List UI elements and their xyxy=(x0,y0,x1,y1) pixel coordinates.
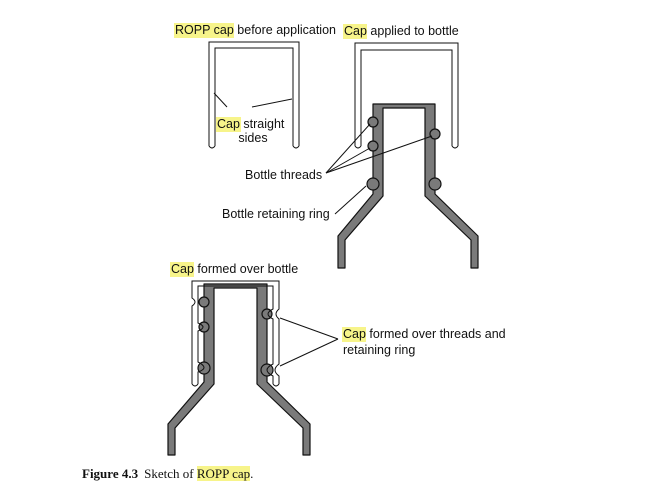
cap-formed-label: Cap formed over bottle xyxy=(170,262,298,277)
bottle-threads-label: Bottle threads xyxy=(245,168,322,182)
cap-formed-threads-leaders xyxy=(279,317,339,367)
cap-before-label: ROPP cap before application xyxy=(174,23,336,38)
cap-straight-leader-left xyxy=(213,92,228,108)
svg-text:retaining ring: retaining ring xyxy=(343,343,415,357)
bottle-ring-label: Bottle retaining ring xyxy=(222,207,330,221)
figure-caption: Figure 4.3 Sketch of ROPP cap. xyxy=(82,466,253,482)
caption-highlight: ROPP cap xyxy=(196,466,251,481)
cap-applied-label: Cap applied to bottle xyxy=(343,24,459,39)
cap-before-drawing xyxy=(208,41,300,149)
cap-straight-leader-right xyxy=(251,98,293,108)
figure-number: Figure 4.3 xyxy=(82,466,139,481)
svg-text:ROPP cap before application: ROPP cap before application xyxy=(175,23,336,37)
bottle-threads-leaders xyxy=(325,123,433,174)
bottle-ring-leader xyxy=(334,185,367,215)
caption-end: . xyxy=(250,466,254,481)
svg-text:Cap formed over bottle: Cap formed over bottle xyxy=(171,262,298,276)
caption-text: Sketch of xyxy=(144,466,197,481)
svg-text:Cap formed over threads and: Cap formed over threads and xyxy=(343,327,506,341)
bottle-top xyxy=(337,103,479,269)
cap-formed-drawing xyxy=(191,280,280,387)
cap-formed-threads-label: Cap formed over threads and retaining ri… xyxy=(342,327,506,357)
svg-text:Cap applied to bottle: Cap applied to bottle xyxy=(344,24,459,38)
bottle-bottom xyxy=(167,283,311,456)
cap-straight-label: Cap straight sides xyxy=(216,117,285,145)
cap-applied-drawing xyxy=(354,42,459,149)
svg-text:Cap straight: Cap straight xyxy=(217,117,285,131)
svg-text:sides: sides xyxy=(238,131,267,145)
